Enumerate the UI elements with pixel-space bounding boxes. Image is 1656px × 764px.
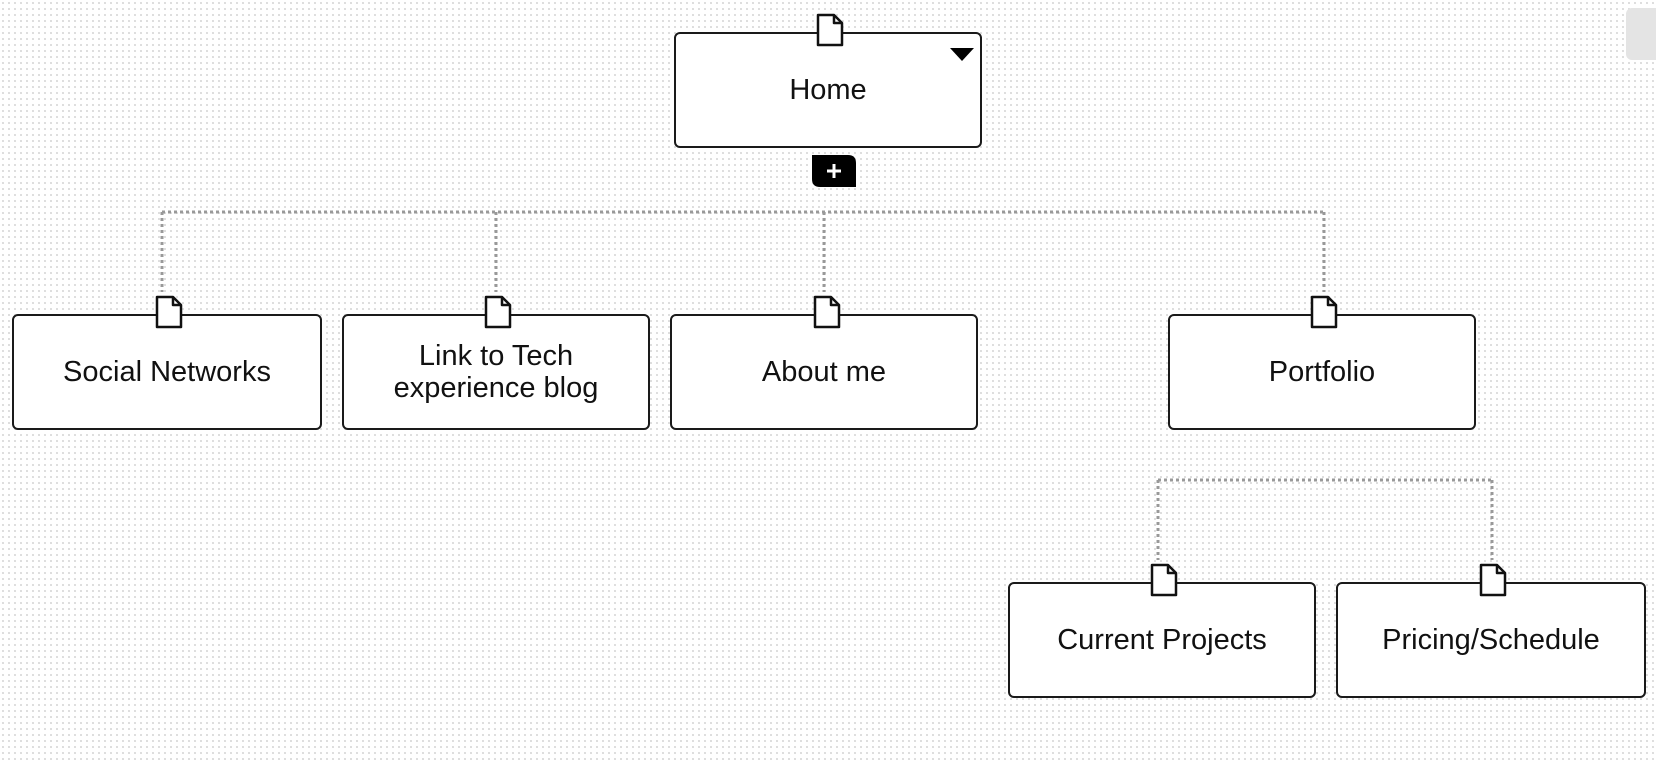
caret-down-icon[interactable] [950,48,974,62]
node-home-label: Home [789,74,867,106]
node-pricing-schedule-label: Pricing/Schedule [1382,624,1600,656]
node-portfolio[interactable]: Portfolio [1168,314,1476,430]
node-social-networks-label: Social Networks [63,356,271,388]
page-icon [1310,295,1338,329]
page-icon [1150,563,1178,597]
node-portfolio-label: Portfolio [1268,356,1376,388]
plus-icon [827,164,841,178]
page-icon [1479,563,1507,597]
node-social-networks[interactable]: Social Networks [12,314,322,430]
page-icon [484,295,512,329]
node-current-projects-label: Current Projects [1057,624,1267,656]
page-icon [816,13,844,47]
node-pricing-schedule[interactable]: Pricing/Schedule [1336,582,1646,698]
node-about-me[interactable]: About me [670,314,978,430]
node-tech-blog-label: Link to Tech experience blog [393,340,599,404]
node-tech-blog[interactable]: Link to Tech experience blog [342,314,650,430]
page-icon [813,295,841,329]
side-panel-tab[interactable] [1626,8,1656,60]
add-page-button[interactable] [810,153,858,189]
node-home[interactable]: Home [674,32,982,148]
node-about-me-label: About me [761,356,887,388]
node-current-projects[interactable]: Current Projects [1008,582,1316,698]
page-icon [155,295,183,329]
